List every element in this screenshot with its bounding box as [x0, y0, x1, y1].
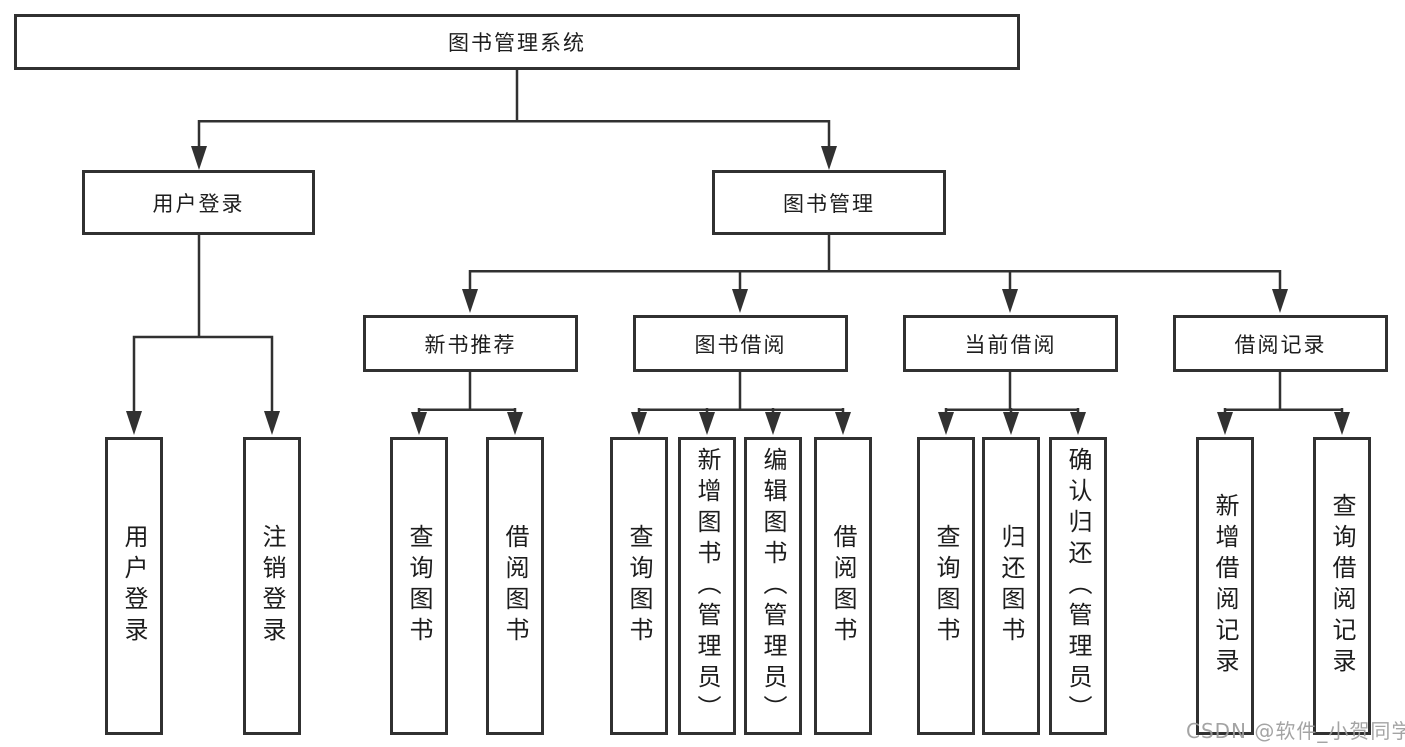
- node-current-borrow: 当前借阅: [903, 315, 1118, 372]
- connector-book-management: [462, 235, 1288, 313]
- node-book-management: 图书管理: [712, 170, 946, 235]
- node-user-login: 用户登录: [82, 170, 315, 235]
- leaf-user-login: 用户登录: [105, 437, 163, 735]
- leaf-cb-confirm-return-admin: 确认归还（管理员）: [1049, 437, 1107, 735]
- leaf-bb-query-book: 查询图书: [610, 437, 668, 735]
- connector-new-book-recommend: [411, 372, 523, 435]
- node-new-book-recommend: 新书推荐: [363, 315, 578, 372]
- connector-borrow-records: [1217, 372, 1350, 435]
- leaf-bb-edit-book-admin: 编辑图书（管理员）: [744, 437, 802, 735]
- watermark: CSDN @软件_小贺同学: [1186, 719, 1405, 743]
- leaf-br-query-record: 查询借阅记录: [1313, 437, 1371, 735]
- leaf-bb-borrow-book: 借阅图书: [814, 437, 872, 735]
- leaf-logout: 注销登录: [243, 437, 301, 735]
- connector-root: [191, 70, 837, 170]
- node-book-borrow: 图书借阅: [633, 315, 848, 372]
- connector-book-borrow: [631, 372, 851, 435]
- leaf-nbr-query-book: 查询图书: [390, 437, 448, 735]
- leaf-nbr-borrow-book: 借阅图书: [486, 437, 544, 735]
- leaf-br-add-record: 新增借阅记录: [1196, 437, 1254, 735]
- leaf-cb-return-book: 归还图书: [982, 437, 1040, 735]
- node-borrow-records: 借阅记录: [1173, 315, 1388, 372]
- node-root: 图书管理系统: [14, 14, 1020, 70]
- leaf-bb-add-book-admin: 新增图书（管理员）: [678, 437, 736, 735]
- connector-user-login: [126, 235, 280, 435]
- connector-current-borrow: [938, 372, 1086, 435]
- leaf-cb-query-book: 查询图书: [917, 437, 975, 735]
